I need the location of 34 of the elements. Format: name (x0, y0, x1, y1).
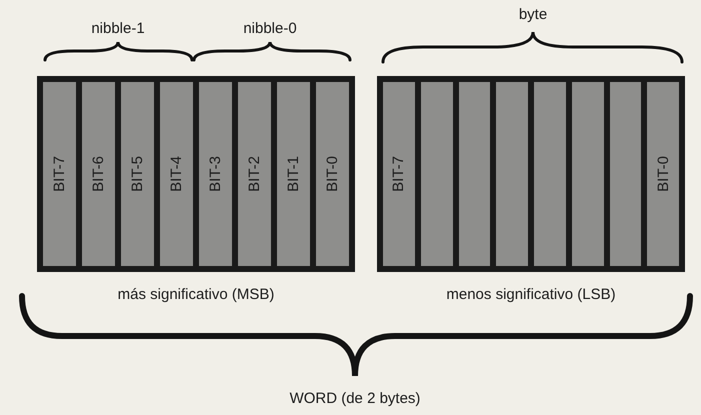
bit-label: BIT-7 (51, 156, 68, 192)
bit-cell (238, 82, 271, 266)
bit-cell (647, 82, 679, 266)
bit-label: BIT-6 (90, 156, 107, 192)
bit-cell (383, 82, 415, 266)
bit-cell (43, 82, 76, 266)
bit-label: BIT-7 (390, 156, 408, 192)
register-caption: más significativo (MSB) (116, 286, 276, 303)
bit-cell (160, 82, 193, 266)
byte-register (37, 76, 355, 272)
bit-label: BIT-5 (129, 156, 146, 192)
bit-label: BIT-4 (168, 156, 185, 192)
bit-cell (316, 82, 349, 266)
bit-label: BIT-0 (324, 156, 341, 192)
bit-cell (496, 82, 528, 266)
bit-cell (610, 82, 642, 266)
byte-register (377, 76, 685, 272)
brace-label: nibble-1 (90, 20, 146, 37)
bit-cell (534, 82, 566, 266)
brace-label: nibble-0 (242, 20, 298, 37)
bit-cell (572, 82, 604, 266)
bit-label: BIT-1 (285, 156, 302, 192)
bit-label: BIT-2 (246, 156, 263, 192)
bit-cell (458, 82, 490, 266)
bit-label: BIT-3 (207, 156, 224, 192)
bit-cell (277, 82, 310, 266)
brace-label: byte (518, 6, 548, 23)
brace-label: WORD (de 2 bytes) (288, 390, 422, 407)
bit-cell (199, 82, 232, 266)
bit-label: BIT-0 (654, 156, 672, 192)
bit-cell (121, 82, 154, 266)
bit-cell (82, 82, 115, 266)
register-caption: menos significativo (LSB) (445, 286, 617, 303)
bit-cell (420, 82, 452, 266)
